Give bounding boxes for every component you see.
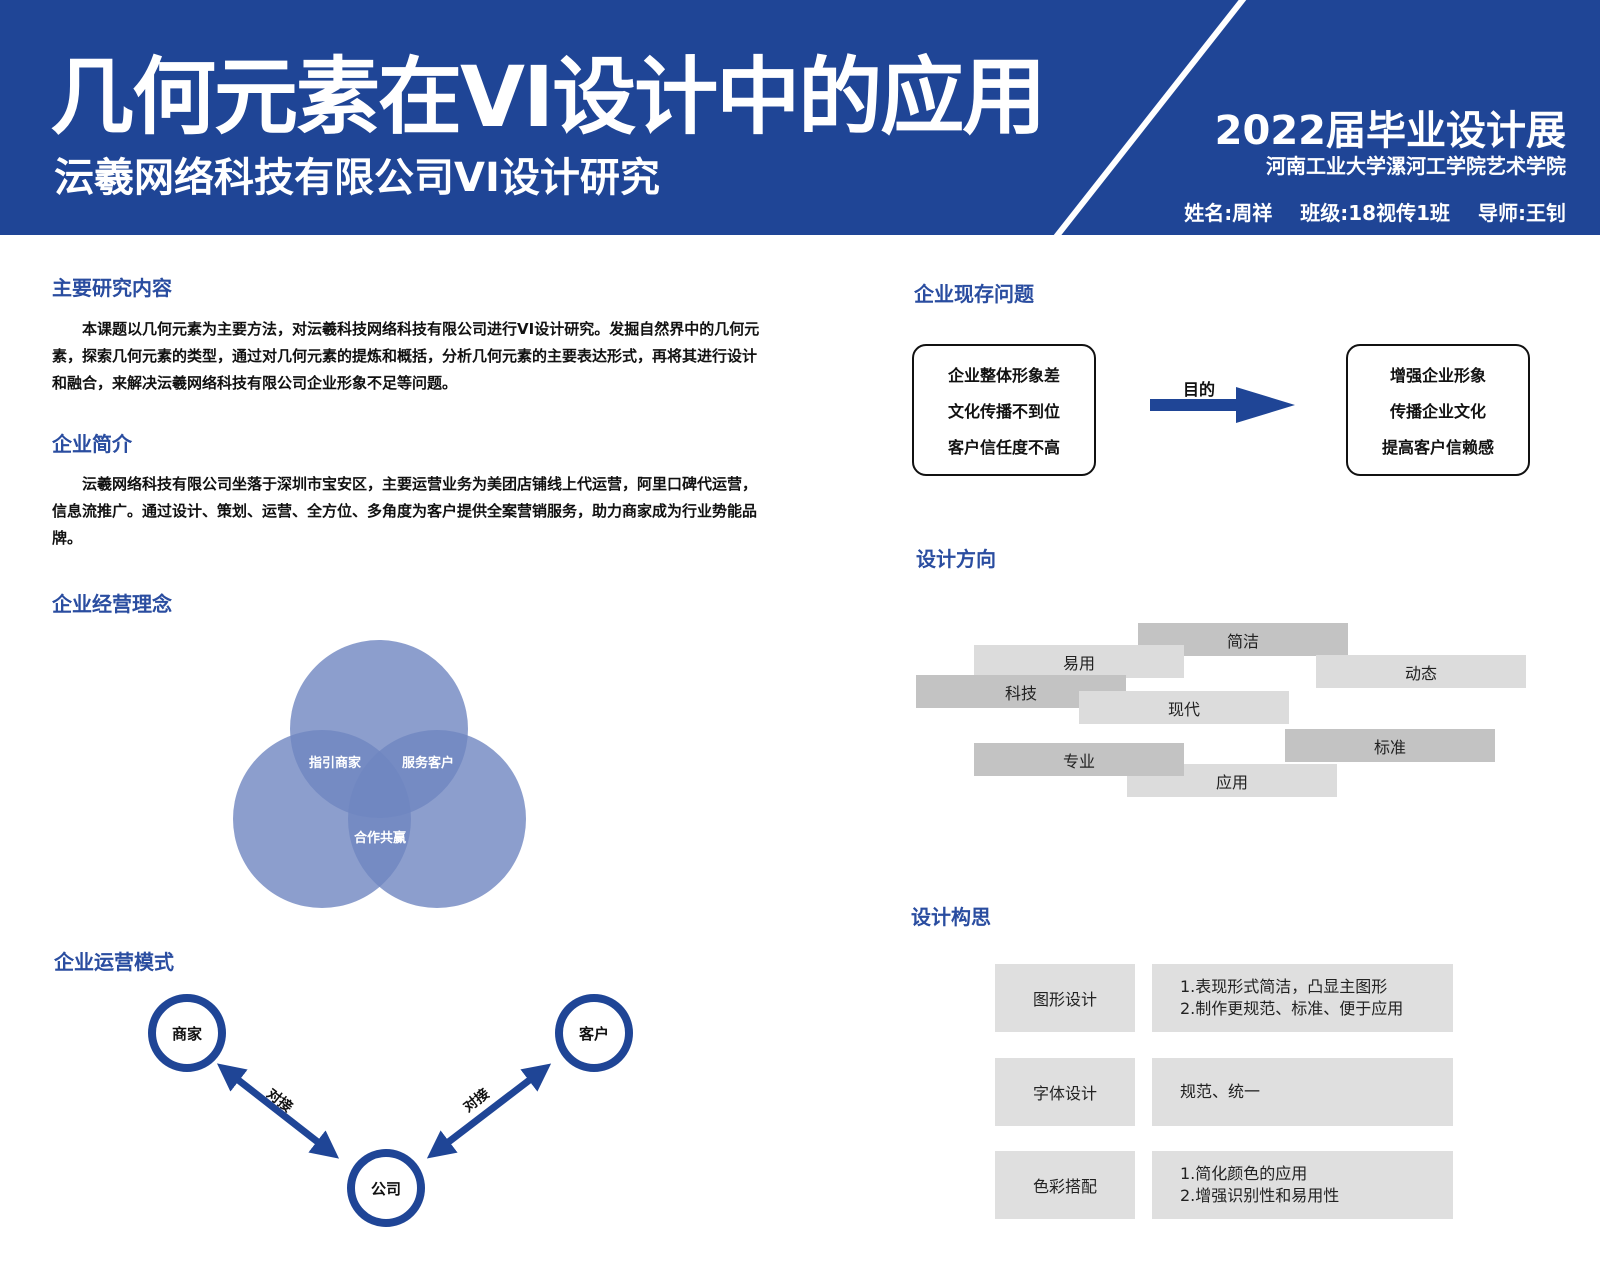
tag-usable: 易用 — [974, 645, 1184, 678]
subtitle: 沄羲网络科技有限公司VI设计研究 — [54, 155, 660, 201]
concept-detail: 1.表现形式简洁，凸显主图形 2.制作更规范、标准、便于应用 — [1152, 964, 1453, 1032]
concept-detail: 规范、统一 — [1152, 1058, 1453, 1126]
node-company: 公司 — [347, 1149, 425, 1227]
tag-dynamic: 动态 — [1316, 655, 1526, 688]
concept-label: 图形设计 — [995, 964, 1135, 1032]
arrow-label: 目的 — [1183, 380, 1216, 399]
author-info: 姓名:周祥 班级:18视传1班 导师:王钊 — [1184, 197, 1566, 226]
goal-item: 提高客户信赖感 — [1381, 438, 1494, 457]
intro-heading: 企业简介 — [52, 432, 132, 456]
detail-line: 规范、统一 — [1180, 1082, 1261, 1101]
research-heading: 主要研究内容 — [52, 276, 172, 300]
issue-item: 企业整体形象差 — [947, 366, 1060, 385]
goals-box: 增强企业形象 传播企业文化 提高客户信赖感 — [1346, 344, 1530, 476]
node-customer: 客户 — [555, 994, 633, 1072]
arrow-right-icon — [1150, 387, 1295, 423]
concept-detail: 1.简化颜色的应用 2.增强识别性和易用性 — [1152, 1151, 1453, 1219]
intro-text: 沄羲网络科技有限公司坐落于深圳市宝安区，主要运营业务为美团店铺线上代运营，阿里口… — [52, 475, 758, 547]
concept-label: 字体设计 — [995, 1058, 1135, 1126]
class-name: 班级:18视传1班 — [1300, 201, 1450, 225]
exhibition-title: 2022届毕业设计展 — [1214, 108, 1566, 154]
school-name: 河南工业大学漯河工学院艺术学院 — [1266, 154, 1566, 178]
concept-heading: 设计构思 — [911, 905, 991, 929]
tag-professional: 专业 — [974, 743, 1184, 776]
operation-arrows — [216, 1063, 552, 1159]
advisor-name: 导师:王钊 — [1478, 201, 1566, 225]
problems-heading: 企业现存问题 — [914, 282, 1034, 306]
detail-line: 1.简化颜色的应用 — [1180, 1164, 1308, 1183]
header-banner: 几何元素在VI设计中的应用 沄羲网络科技有限公司VI设计研究 2022届毕业设计… — [0, 0, 1600, 235]
goal-item: 增强企业形象 — [1389, 366, 1486, 385]
diagonal-divider — [1053, 0, 1247, 235]
main-title: 几何元素在VI设计中的应用 — [50, 48, 1046, 146]
double-arrow-left — [216, 1063, 340, 1159]
research-text: 本课题以几何元素为主要方法，对沄羲科技网络科技有限公司进行VI设计研究。发掘自然… — [52, 320, 760, 392]
direction-heading: 设计方向 — [916, 547, 996, 571]
venn-label-win: 合作共赢 — [353, 831, 406, 846]
detail-line: 2.制作更规范、标准、便于应用 — [1180, 999, 1404, 1018]
concept-label: 色彩搭配 — [995, 1151, 1135, 1219]
issue-item: 文化传播不到位 — [947, 402, 1060, 421]
issue-item: 客户信任度不高 — [947, 438, 1060, 457]
venn-diagram — [233, 640, 526, 908]
detail-line: 1.表现形式简洁，凸显主图形 — [1180, 977, 1388, 996]
venn-circle-right — [348, 730, 526, 908]
operation-heading: 企业运营模式 — [54, 950, 174, 974]
issues-box: 企业整体形象差 文化传播不到位 客户信任度不高 — [912, 344, 1096, 476]
tag-modern: 现代 — [1079, 691, 1289, 724]
venn-label-guide: 指引商家 — [308, 756, 361, 771]
tag-standard: 标准 — [1285, 729, 1495, 762]
node-merchant: 商家 — [148, 994, 226, 1072]
double-arrow-right — [426, 1063, 552, 1159]
detail-line: 2.增强识别性和易用性 — [1180, 1186, 1340, 1205]
student-name: 姓名:周祥 — [1184, 201, 1273, 225]
philosophy-heading: 企业经营理念 — [52, 592, 172, 616]
venn-label-serve: 服务客户 — [401, 756, 454, 771]
goal-item: 传播企业文化 — [1389, 402, 1486, 421]
